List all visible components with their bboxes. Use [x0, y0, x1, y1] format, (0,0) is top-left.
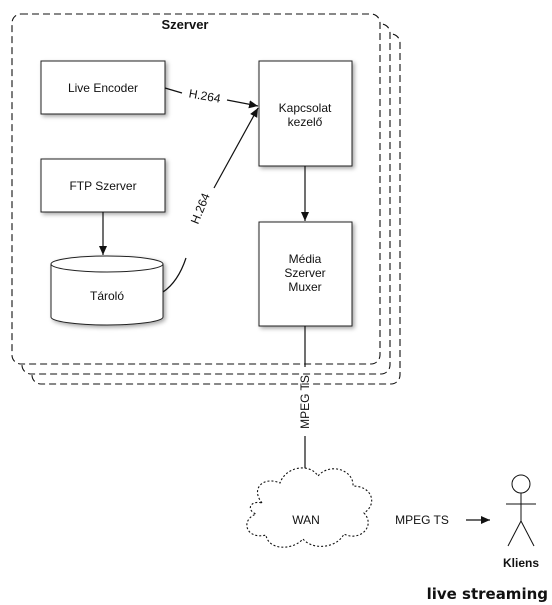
storage-node [50, 255, 164, 326]
media-server-node [258, 221, 353, 327]
server-title: Szerver [162, 17, 209, 32]
storage-label: Tároló [90, 289, 124, 303]
client-label: Kliens [503, 556, 539, 570]
media-server-label-line3: Muxer [288, 280, 321, 294]
encoder-to-manager-arrow [226, 99, 259, 109]
diagram-caption: live streaming [427, 585, 548, 603]
live-encoder-node [40, 60, 166, 115]
media-server-label-line2: Szerver [284, 266, 325, 280]
connection-manager-label-line1: Kapcsolat [279, 101, 332, 115]
encoder-edge-segment-1 [164, 87, 183, 94]
storage-to-manager-arrow [213, 107, 259, 189]
wan-label: WAN [292, 513, 320, 527]
wan-cloud [246, 467, 373, 548]
encoder-edge-label: H.264 [188, 86, 222, 105]
connection-manager-label-line2: kezelő [288, 115, 323, 129]
ftp-server-label: FTP Szerver [69, 179, 136, 193]
media-server-label-line1: Média [289, 252, 322, 266]
storage-edge-segment-1 [162, 257, 187, 293]
media-to-wan-label: MPEG TS [298, 375, 312, 429]
client-actor-icon [506, 474, 536, 547]
connection-manager-node [258, 60, 353, 167]
wan-to-client-label: MPEG TS [395, 513, 449, 527]
ftp-server-node [40, 158, 166, 213]
live-encoder-label: Live Encoder [68, 81, 138, 95]
